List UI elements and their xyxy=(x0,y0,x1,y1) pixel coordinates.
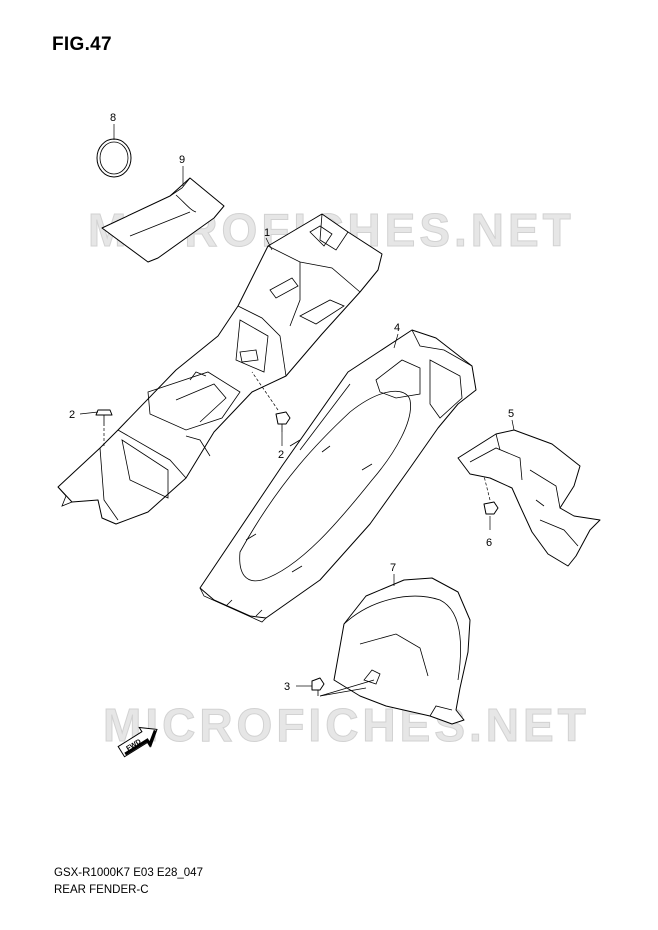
callout-3: 3 xyxy=(284,681,290,693)
callout-2b: 2 xyxy=(278,449,284,461)
part-7-hugger xyxy=(333,577,471,725)
callout-2a: 2 xyxy=(69,409,75,421)
figure-title: FIG.47 xyxy=(52,34,112,55)
part-3-bolt xyxy=(311,677,325,696)
leader-lines xyxy=(79,124,515,697)
callout-8: 8 xyxy=(110,112,116,124)
callout-4: 4 xyxy=(394,322,400,334)
part-9-sheet xyxy=(101,177,225,263)
part-6-nut xyxy=(483,501,499,515)
figure-caption: REAR FENDER-C xyxy=(54,884,149,896)
callout-7: 7 xyxy=(390,562,396,574)
callout-5: 5 xyxy=(508,408,514,420)
part-8-ring xyxy=(96,138,132,178)
part-5-bracket xyxy=(457,429,601,567)
figure-code: GSX-R1000K7 E03 E28_047 xyxy=(54,867,203,879)
callout-9: 9 xyxy=(179,154,185,166)
part-2-bolt-right xyxy=(275,411,291,432)
part-2-bolt-left xyxy=(95,409,113,426)
part-1-rear-fender xyxy=(57,213,383,525)
callout-1: 1 xyxy=(264,227,270,239)
part-4-under-cover xyxy=(199,329,477,623)
callout-6: 6 xyxy=(486,537,492,549)
watermark-bottom: MICROFICHES.NET xyxy=(103,699,590,751)
